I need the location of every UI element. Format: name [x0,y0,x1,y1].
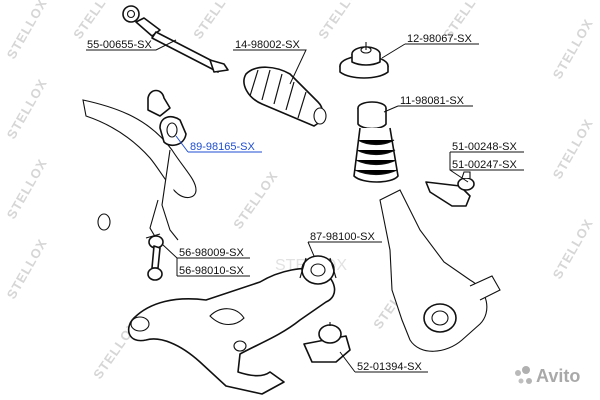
avito-dot-1 [515,370,521,376]
stabilizer-link [145,233,164,281]
part-label-56-98010-sx[interactable]: 56-98010-SX [179,265,244,277]
brand-watermark-top-1: STELLOX [70,0,121,42]
avito-watermark: Avito [515,366,580,386]
brand-watermark-top-2: STELLOX [190,0,241,42]
brand-watermark-right-mid: STELLOX [550,116,596,181]
part-label-12-98067-sx[interactable]: 12-98067-SX [407,33,472,45]
lower-arm-bushing [299,255,337,285]
tie-rod-end [425,171,475,207]
strut-mount [339,42,389,79]
leader-lines [86,39,524,373]
stabilizer-bar [82,99,197,246]
steering-boot [243,66,327,127]
brand-watermark: STELLOX STELLOX STELLOX STELLOX STELLOX … [4,0,596,382]
avito-dot-4 [526,378,532,384]
brand-watermark-top-3: STELLOX [315,0,366,42]
part-label-51-00248-sx[interactable]: 51-00248-SX [452,141,517,153]
part-label-87-98100-sx[interactable]: 87-98100-SX [310,231,375,243]
brand-watermark-left-bottom: STELLOX [4,236,50,301]
part-label-14-98002-sx[interactable]: 14-98002-SX [235,39,300,51]
avito-dot-3 [518,378,524,384]
part-label-55-00655-sx[interactable]: 55-00655-SX [87,39,152,51]
stabilizer-bushing [147,89,187,147]
part-label-56-98009-sx[interactable]: 56-98009-SX [179,247,244,259]
part-labels: 55-00655-SX 14-98002-SX 12-98067-SX 11-9… [87,33,517,373]
brand-watermark-center: STELLOX [230,168,281,231]
lower-control-arm [127,267,336,395]
avito-watermark-text: Avito [536,366,580,386]
part-label-52-01394-sx[interactable]: 52-01394-SX [357,361,422,373]
part-label-51-00247-sx[interactable]: 51-00247-SX [452,159,517,171]
steering-knuckle [379,189,501,352]
brand-watermark-left-top: STELLOX [4,0,50,62]
brand-watermark-left-mid: STELLOX [4,76,50,141]
brand-watermark-left-low: STELLOX [4,156,50,221]
part-label-11-98081-sx[interactable]: 11-98081-SX [400,95,465,107]
part-label-89-98165-sx[interactable]: 89-98165-SX [190,141,255,153]
brand-watermark-right-low: STELLOX [550,216,596,281]
inner-tie-rod [122,5,229,73]
brand-watermark-right-top: STELLOX [550,16,596,81]
strut-boot [353,101,399,183]
avito-dot-2 [522,366,530,374]
